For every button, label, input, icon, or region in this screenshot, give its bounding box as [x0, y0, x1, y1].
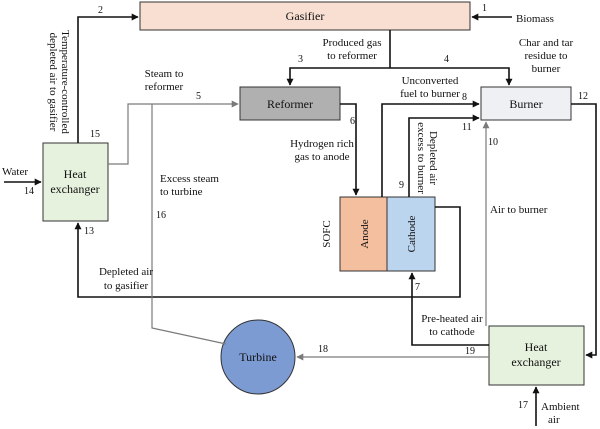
stream-number-9: 9 [399, 180, 404, 191]
produced-gas-label-2: to reformer [327, 50, 377, 62]
char-tar-label-1: Char and tar [519, 37, 574, 49]
anode-label: Anode [359, 219, 371, 248]
depleted-air-excess-label-1: Depleted air [427, 131, 439, 185]
depleted-air-excess-label-2: excess to burner [415, 122, 427, 194]
biomass-label: Biomass [516, 13, 554, 25]
unconverted-fuel-label-1: Unconverted [402, 75, 459, 87]
stream-number-17: 17 [518, 400, 528, 411]
char-tar-label-3: burner [532, 63, 561, 75]
hydrogen-rich-label-2: gas to anode [295, 151, 350, 163]
heat-exchanger-left-label-1: Heat [64, 167, 87, 181]
heat-exchanger-right-label-1: Heat [525, 340, 548, 354]
stream-5-line [108, 100, 239, 165]
stream-number-10: 10 [488, 137, 498, 148]
burner-label: Burner [509, 97, 542, 111]
reformer-label: Reformer [267, 97, 313, 111]
ambient-air-label-2: air [548, 414, 560, 426]
heat-exchanger-right-label-2: exchanger [511, 355, 560, 369]
stream-8-line [381, 100, 480, 197]
cathode-label: Cathode [406, 216, 418, 253]
depleted-air-gasifier-label-2: to gasifier [104, 280, 149, 292]
stream-number-4: 4 [444, 54, 449, 65]
stream-number-18: 18 [318, 344, 328, 355]
heat-exchanger-left-label-2: exchanger [50, 182, 99, 196]
hydrogen-rich-label-1: Hydrogen rich [290, 138, 354, 150]
temperature-controlled-label-2: depleted air to gasifier [47, 33, 59, 132]
turbine-circle [220, 319, 296, 395]
temperature-controlled-label-1: Temperature-controlled [59, 30, 71, 134]
preheated-air-label-2: to cathode [429, 326, 475, 338]
anode-box [339, 196, 388, 272]
stream-2-line [77, 13, 139, 143]
stream-4-line [390, 67, 513, 86]
sofc-label: SOFC [321, 220, 333, 248]
burner-box [480, 86, 572, 121]
stream-number-1: 1 [482, 3, 487, 14]
stream-number-8: 8 [462, 92, 467, 103]
produced-gas-label-1: Produced gas [323, 37, 382, 49]
stream-6-line [340, 103, 360, 196]
unconverted-fuel-label-2: fuel to burner [400, 88, 460, 100]
preheated-air-label-1: Pre-heated air [421, 313, 483, 325]
depleted-air-gasifier-line [74, 206, 461, 298]
depleted-air-gasifier-label-1: Depleted air [99, 266, 153, 278]
stream-number-16: 16 [156, 210, 166, 221]
steam-to-reformer-label-2: reformer [145, 81, 184, 93]
char-tar-label-2: residue to [524, 50, 568, 62]
excess-steam-label-2: to turbine [160, 186, 203, 198]
gasifier-box [139, 1, 471, 31]
ambient-air-label-1: Ambient [541, 401, 580, 413]
stream-number-5: 5 [196, 91, 201, 102]
stream-number-7: 7 [415, 282, 420, 293]
stream-number-12: 12 [578, 91, 588, 102]
stream-number-14: 14 [24, 186, 34, 197]
excess-steam-label-1: Excess steam [160, 173, 219, 185]
stream-number-13: 13 [84, 226, 94, 237]
stream-12-line [571, 103, 597, 359]
stream-16-line [151, 104, 227, 345]
stream-9-line [408, 114, 480, 197]
stream-number-2: 2 [98, 5, 103, 16]
water-label: Water [2, 166, 28, 178]
stream-number-11: 11 [462, 122, 472, 133]
air-to-burner-label: Air to burner [490, 204, 548, 216]
stream-3-line [286, 67, 390, 86]
reformer-box [239, 86, 341, 121]
stream-number-6: 6 [350, 116, 355, 127]
steam-to-reformer-label-1: Steam to [145, 68, 184, 80]
stream-7-line [408, 272, 489, 346]
heat-exchanger-right-box [488, 325, 585, 386]
gasifier-label: Gasifier [286, 9, 325, 23]
stream-number-15: 15 [90, 129, 100, 140]
cathode-box [386, 196, 436, 272]
stream-number-19: 19 [465, 346, 475, 357]
heat-exchanger-left-box [42, 142, 109, 222]
stream-number-3: 3 [298, 54, 303, 65]
turbine-label: Turbine [239, 350, 277, 364]
